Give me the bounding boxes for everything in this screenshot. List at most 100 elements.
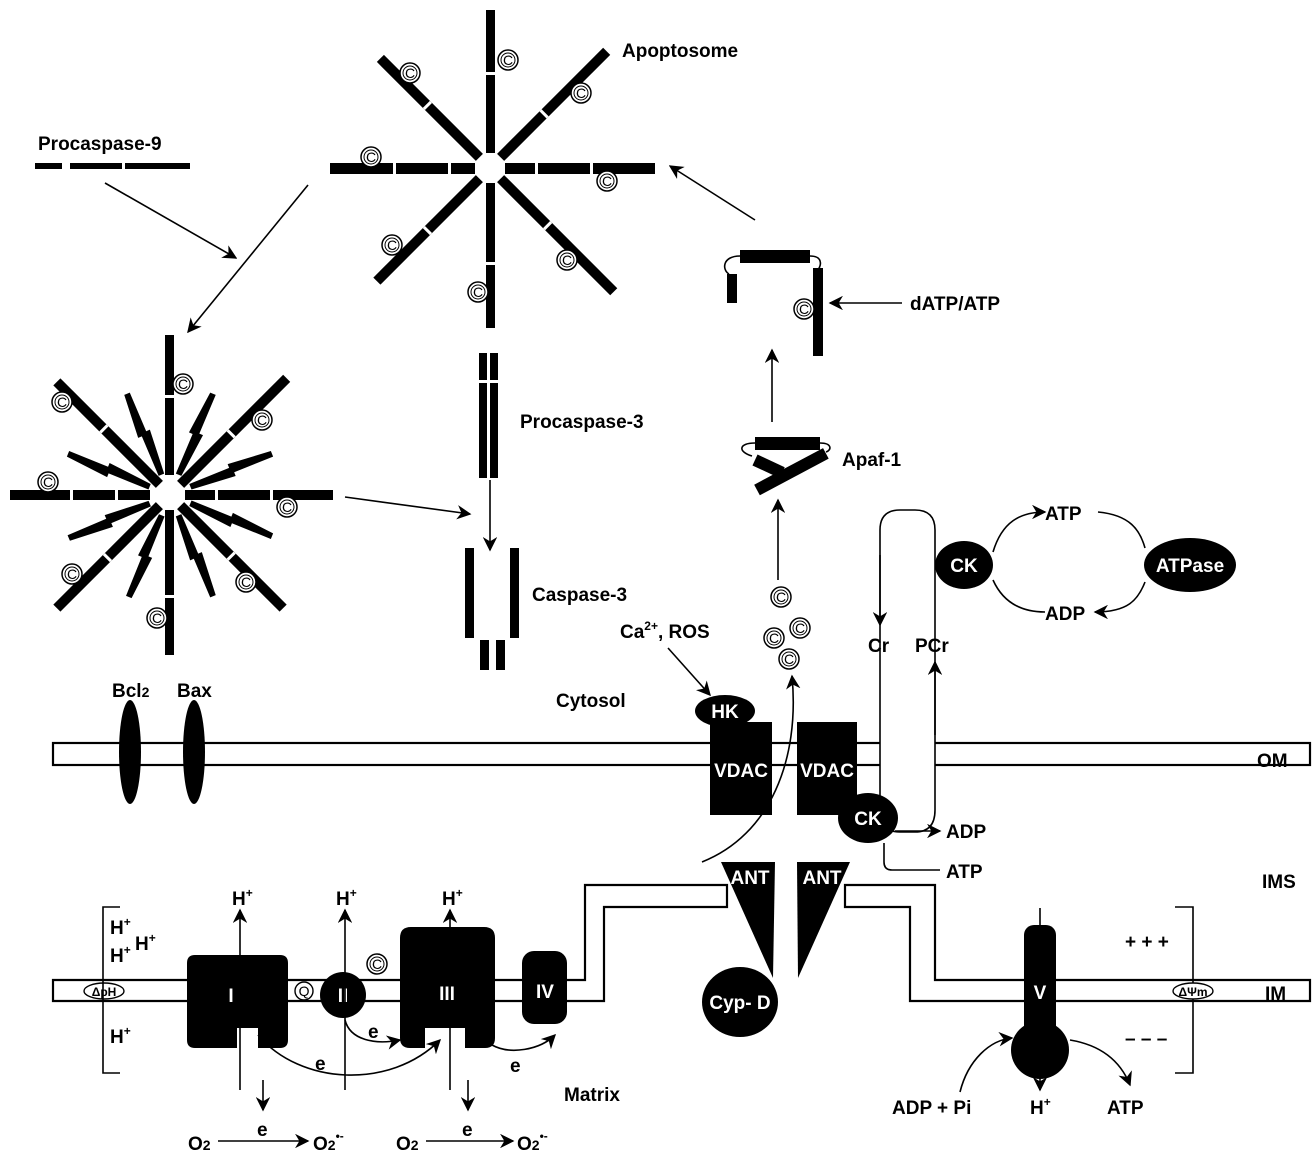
cyclophilin-d [702,967,778,1037]
svg-text:C: C [405,65,415,81]
complex-i [187,955,288,1048]
svg-text:C: C [769,630,779,646]
superoxide-label-1: O2•- [313,1129,344,1155]
apaf1-inactive [741,437,831,496]
released-cytochrome-c: C C C C [763,586,811,670]
atp-matrix-label: ATP [1107,1098,1144,1119]
svg-text:e: e [462,1120,473,1141]
svg-text:C: C [576,85,586,101]
apoptosome-caspase9-complex: C C C C C C C C [10,335,333,655]
svg-text:H+: H+ [110,915,131,939]
bcl2-label: Bcl2 [112,681,150,702]
o2-label-2: O2 [396,1134,419,1155]
apaf1-active: C [723,250,823,356]
atp-cytosolic-label: ATP [1045,504,1082,525]
line-ck-atp [883,843,940,871]
arrow-procasp9-to-complex [104,182,238,259]
svg-text:H+: H+ [110,943,131,967]
arrow-ca-ros [667,647,711,697]
svg-text:C: C [503,52,513,68]
bax [183,700,205,804]
cr-label: Cr [868,636,890,657]
svg-text:C: C [152,610,162,626]
svg-text:ANT: ANT [730,868,769,889]
svg-text:e: e [315,1054,326,1075]
ck-cytosolic [935,541,993,589]
minus-charges: – – – [1125,1029,1167,1050]
svg-text:ANT: ANT [802,868,841,889]
bcl2 [119,700,141,804]
adp-cytosolic-label: ADP [1045,604,1085,625]
arrow-cytc-release [701,674,801,863]
svg-text:C: C [372,956,382,972]
bracket-left [102,906,120,1074]
svg-text:ΔpH: ΔpH [92,985,117,999]
procaspase3-label: Procaspase-3 [520,412,644,433]
svg-text:H+: H+ [1030,1095,1051,1119]
delta-ph-marker [83,982,125,1000]
cytochrome-c-ims: C [366,953,388,975]
arrow-ck-to-atp [992,504,1047,553]
svg-text:C: C [473,284,483,300]
ant-right [797,862,850,978]
svg-text:e: e [257,1120,268,1141]
cytosol-label: Cytosol [556,691,626,712]
svg-text:e: e [368,1022,379,1043]
bax-label: Bax [177,681,212,702]
svg-text:H+: H+ [135,931,156,955]
arrow-apaf-to-apoptosome [668,165,756,221]
svg-text:Cyp- D: Cyp- D [709,993,770,1014]
ims-label: IMS [1262,872,1296,893]
procaspase9-label: Procaspase-9 [38,134,162,155]
apoptosome: C C C C C C C C [330,10,655,328]
svg-text:C: C [602,173,612,189]
plus-charges: + + + [1125,932,1169,953]
svg-text:ΔΨm: ΔΨm [1178,985,1207,999]
ubiquinone-q: Q [294,981,314,1001]
im-label: IM [1265,984,1286,1005]
svg-text:CK: CK [950,556,978,577]
arrow-complex-to-caspase3 [344,496,472,520]
svg-text:HK: HK [711,702,739,723]
cr-pcr-shuttle [879,509,936,833]
outer-membrane [51,741,1312,767]
svg-text:H+: H+ [110,1024,131,1048]
svg-text:ATPase: ATPase [1156,556,1224,577]
svg-text:C: C [799,301,809,317]
datp-label: dATP/ATP [910,294,1000,315]
svg-text:H+: H+ [442,886,463,910]
svg-text:V: V [1034,983,1047,1004]
svg-text:H+: H+ [336,886,357,910]
atpase [1144,538,1236,592]
svg-text:CK: CK [854,809,882,830]
svg-text:C: C [366,149,376,165]
svg-text:e: e [510,1056,521,1077]
svg-text:I: I [228,986,233,1007]
hexokinase [695,695,755,727]
arrow-apoptosome-to-complex [187,184,309,334]
svg-text:C: C [67,566,77,582]
atp-ims-label: ATP [946,862,983,883]
svg-text:VDAC: VDAC [714,761,768,782]
ck-mitochondrial [838,793,898,843]
arrow-e-complex-i-to-iii [257,1034,442,1076]
arrow-atpase-to-adp [1093,581,1146,620]
svg-text:C: C [387,237,397,253]
delta-psi-marker [1172,982,1214,1000]
svg-text:IV: IV [536,982,554,1003]
ant-left [721,862,775,978]
svg-text:C: C [776,589,786,605]
arrow-atp-synthesis [1069,1039,1132,1087]
svg-text:C: C [257,412,267,428]
matrix-label: Matrix [564,1085,620,1106]
o2-label-1: O2 [188,1134,211,1155]
svg-text:C: C [784,651,794,667]
svg-text:C: C [282,499,292,515]
apaf1-label: Apaf-1 [842,450,902,471]
svg-text:II: II [338,986,349,1007]
svg-text:C: C [178,376,188,392]
procaspase3 [479,353,498,478]
superoxide-label-2: O2•- [517,1129,548,1155]
apoptosome-label: Apoptosome [622,41,738,62]
